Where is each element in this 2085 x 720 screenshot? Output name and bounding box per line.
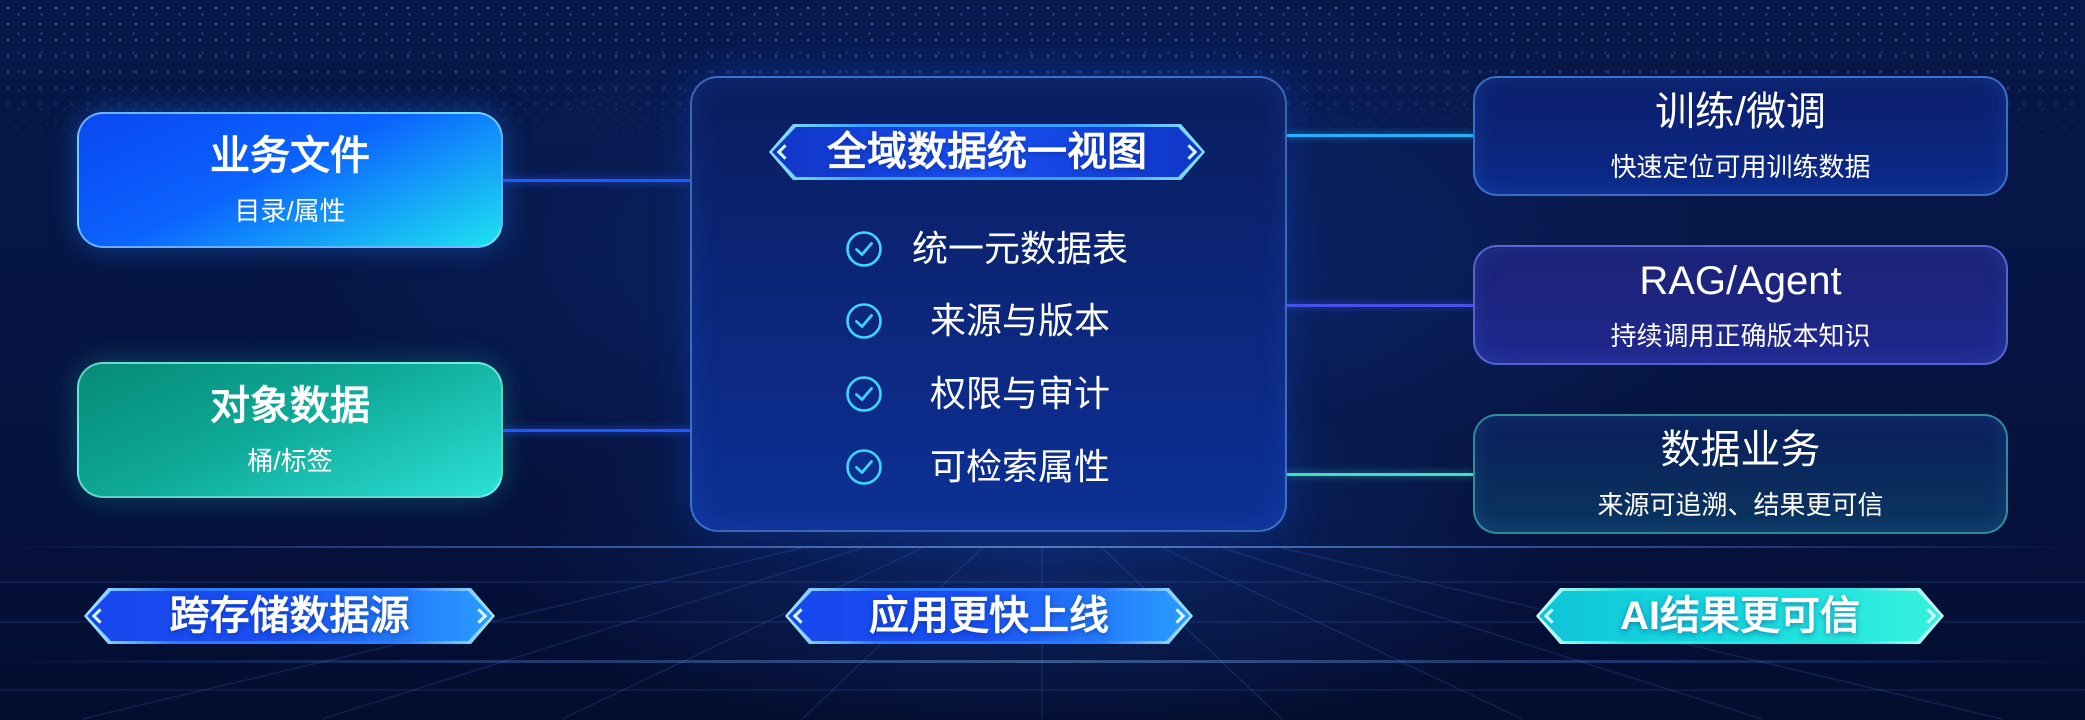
connector-line <box>503 429 690 432</box>
connector-line <box>503 179 690 182</box>
benefit-label: 应用更快上线 <box>869 594 1109 638</box>
grid-line <box>561 547 923 720</box>
connector-line <box>1287 304 1473 307</box>
output-box-rag-agent: RAG/Agent 持续调用正确版本知识 <box>1473 245 2008 365</box>
output-box-title: RAG/Agent <box>1639 259 1842 303</box>
check-circle-icon <box>846 303 882 339</box>
output-box-subtitle: 快速定位可用训练数据 <box>1610 152 1871 182</box>
source-box-title: 业务文件 <box>210 134 370 178</box>
output-box-data-business: 数据业务 来源可追溯、结果更可信 <box>1473 414 2008 534</box>
banner-fill <box>1539 591 1941 641</box>
benefit-banner-cross-storage: 跨存储数据源 <box>84 588 495 644</box>
benefit-label: 跨存储数据源 <box>169 594 410 638</box>
benefit-banner-trusted-ai: AI结果更可信 <box>1536 588 1944 644</box>
unified-view-title-banner: 全域数据统一视图 <box>769 124 1205 180</box>
output-box-subtitle: 来源可追溯、结果更可信 <box>1597 490 1884 520</box>
checklist-item-label: 来源与版本 <box>929 300 1110 341</box>
source-box-business-files: 业务文件 目录/属性 <box>77 112 503 248</box>
checklist-item-label: 权限与审计 <box>929 373 1110 414</box>
output-box-training: 训练/微调 快速定位可用训练数据 <box>1473 76 2008 196</box>
benefit-banner-faster-launch: 应用更快上线 <box>785 588 1193 644</box>
checklist-item: 权限与审计 <box>692 369 1285 419</box>
grid-line <box>1161 547 1523 720</box>
check-circle-icon <box>846 231 882 267</box>
checklist-item: 来源与版本 <box>692 296 1285 346</box>
checklist-item: 统一元数据表 <box>692 224 1285 274</box>
horizon-light-band <box>0 546 2085 548</box>
banner-fill <box>772 127 1202 177</box>
benefit-label: AI结果更可信 <box>1620 594 1860 638</box>
grid-line <box>1101 547 1283 720</box>
output-box-title: 数据业务 <box>1660 428 1821 472</box>
grid-line <box>1221 547 1763 720</box>
banner-fill <box>87 591 492 641</box>
checklist-item-label: 可检索属性 <box>929 446 1110 487</box>
banner-fill <box>788 591 1190 641</box>
source-box-subtitle: 桶/标签 <box>247 446 333 476</box>
checklist-item-label: 统一元数据表 <box>911 228 1128 269</box>
floor-light-band <box>0 660 2085 663</box>
unified-view-panel: 全域数据统一视图 统一元数据表 来源与版本 权限与审计 可检索属性 <box>690 76 1287 532</box>
source-box-subtitle: 目录/属性 <box>234 196 346 226</box>
check-circle-icon <box>846 449 882 485</box>
connector-line <box>1287 473 1473 476</box>
checklist-item: 可检索属性 <box>692 442 1285 492</box>
check-circle-icon <box>846 376 882 412</box>
connector-line <box>1287 134 1473 137</box>
output-box-title: 训练/微调 <box>1654 90 1827 134</box>
output-box-subtitle: 持续调用正确版本知识 <box>1610 321 1871 351</box>
source-box-title: 对象数据 <box>210 384 370 428</box>
grid-line <box>321 547 863 720</box>
unified-view-title: 全域数据统一视图 <box>827 130 1147 174</box>
source-box-object-data: 对象数据 桶/标签 <box>77 362 503 498</box>
